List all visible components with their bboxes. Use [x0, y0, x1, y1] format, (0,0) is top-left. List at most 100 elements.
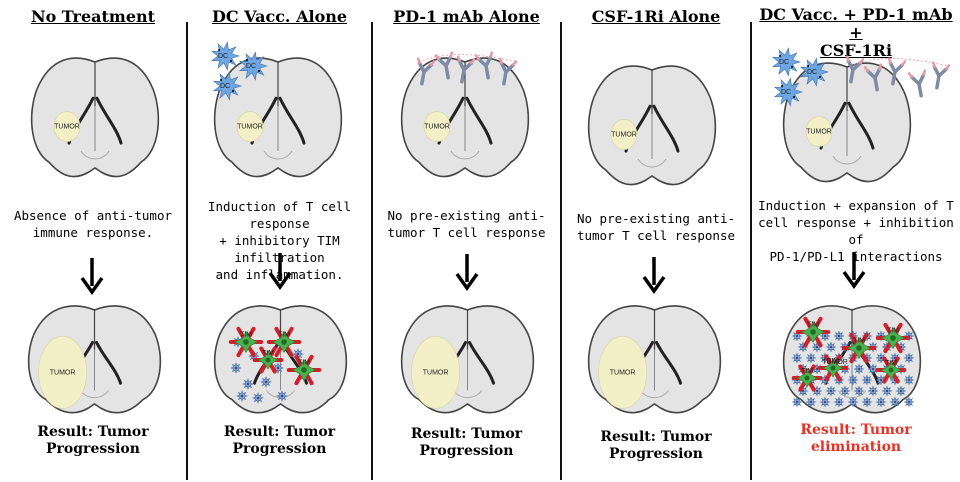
tim-label: TIM: [827, 358, 839, 365]
tim-label: TIM: [887, 327, 899, 334]
tim-label: TIM: [240, 331, 252, 338]
tumor: [53, 111, 81, 142]
dc-dot: [819, 76, 821, 78]
brain-after: TUMOR: [27, 305, 162, 414]
brain-fold: [450, 150, 480, 160]
panel-title: DC Vacc. + PD-1 mAb + CSF-1Ri: [759, 5, 953, 60]
panel-title: No Treatment: [30, 7, 156, 26]
t-cell-nucleus: [865, 378, 869, 382]
antibody-icon: [498, 57, 518, 86]
dc-dot: [779, 55, 781, 57]
t-cell-nucleus: [296, 352, 300, 356]
dc-dot: [807, 65, 809, 67]
dc-label: DC: [246, 63, 256, 70]
tumor: [598, 336, 647, 409]
antibody-icon: [474, 51, 494, 80]
panel-description: No pre-existing anti- tumor T cell respo…: [387, 208, 546, 240]
t-cell-nucleus: [879, 400, 883, 404]
antibody-icon: [887, 57, 907, 86]
dc-cell: [238, 51, 268, 81]
t-cell-nucleus: [795, 356, 799, 360]
t-cell-nucleus: [885, 389, 889, 393]
right-ventricle: [465, 96, 493, 145]
down-arrow-icon: [842, 252, 866, 290]
tim-cell: TIM: [875, 322, 911, 354]
dc-dot: [793, 96, 795, 98]
right-ventricle: [847, 101, 875, 150]
brain-fold: [80, 150, 110, 160]
t-cell-nucleus: [240, 394, 244, 398]
tumor: [38, 336, 87, 409]
antibody-icon: [907, 69, 927, 98]
t-cell-nucleus: [893, 400, 897, 404]
result-text: Result: Tumor elimination: [800, 422, 912, 455]
dc-dot: [258, 70, 260, 72]
dc-cell: [773, 77, 803, 107]
dc-dot: [220, 79, 222, 81]
panel-pd1-mab-alone: PD-1 mAb Alone TUMOR No pre-existing ant…: [373, 0, 560, 482]
tim-label: TIM: [278, 331, 290, 338]
dc-label: DC: [807, 69, 817, 76]
down-arrow-icon: [642, 257, 666, 295]
t-cell-nucleus: [815, 367, 819, 371]
tumor: [411, 336, 460, 409]
tumor-label: TUMOR: [610, 369, 636, 376]
dc-label: DC: [218, 53, 228, 60]
t-cell-nucleus: [809, 400, 813, 404]
dc-dot: [232, 90, 234, 92]
brain-fold: [263, 150, 293, 160]
t-cell-nucleus: [795, 334, 799, 338]
arrow-head: [80, 276, 104, 296]
brain-before: TUMOR: [213, 57, 343, 178]
t-cell-nucleus: [815, 345, 819, 349]
antibody-cord: [418, 54, 518, 63]
antibody-icon: [434, 51, 454, 80]
t-cell-nucleus: [871, 367, 875, 371]
panel-description: Absence of anti-tumor immune response.: [13, 208, 173, 240]
arrow-head: [842, 270, 866, 290]
t-cell-nucleus: [264, 380, 268, 384]
tumor-label: TUMOR: [822, 359, 848, 366]
t-cell-nucleus: [851, 378, 855, 382]
brain-before: TUMOR: [30, 57, 160, 178]
tumor-label: TUMOR: [237, 124, 263, 131]
tumor-label: TUMOR: [54, 124, 80, 131]
dc-cell: [210, 41, 240, 71]
t-cell-nucleus: [879, 356, 883, 360]
antibody-icon: [845, 55, 865, 84]
right-ventricle: [95, 340, 122, 385]
result-text: Result: Tumor Progression: [600, 429, 712, 462]
antibodies: [845, 55, 951, 98]
arrow-head: [268, 271, 292, 291]
t-cell-nucleus: [823, 334, 827, 338]
result-text: Result: Tumor Progression: [410, 426, 523, 459]
t-cell-nucleus: [801, 345, 805, 349]
tim-label: TIM: [801, 368, 813, 375]
antibody-icon: [456, 55, 476, 84]
t-cell-nucleus: [907, 356, 911, 360]
panel-csf1ri-alone: CSF-1Ri Alone TUMOR No pre-existing anti…: [562, 0, 750, 482]
antibody-icon: [416, 57, 436, 86]
t-cell-nucleus: [276, 366, 280, 370]
tumor: [805, 116, 833, 147]
panel-no-treatment: No Treatment TUMOR Absence of anti-tumor…: [0, 0, 186, 482]
tim-cell: TIM: [795, 316, 831, 348]
dc-cell: [212, 71, 242, 101]
tim-cell: TIM: [875, 356, 907, 384]
t-cell-nucleus: [280, 394, 284, 398]
t-cell-nucleus: [899, 389, 903, 393]
tim-cell: TIM: [841, 332, 877, 364]
t-cell-nucleus: [256, 396, 260, 400]
result-text: Result: Tumor Progression: [223, 424, 336, 457]
brain-before: TUMOR: [400, 57, 530, 178]
t-cell-nucleus: [865, 400, 869, 404]
tumor-label: TUMOR: [423, 369, 449, 376]
t-cell-nucleus: [879, 378, 883, 382]
t-cell-nucleus: [843, 389, 847, 393]
arrow-head: [642, 275, 666, 295]
brain-before: TUMOR: [782, 62, 912, 183]
